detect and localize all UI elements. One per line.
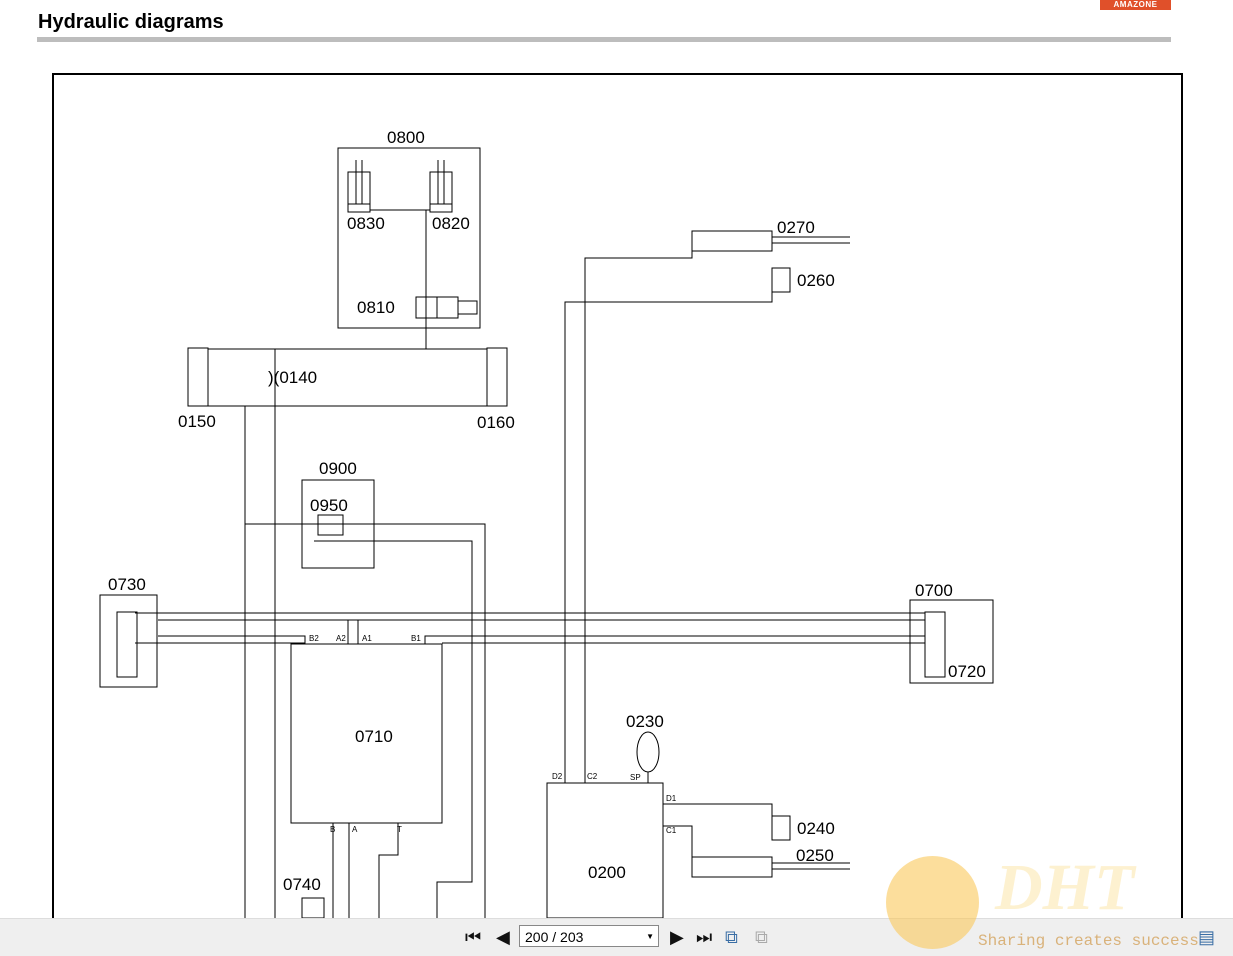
header-rule bbox=[37, 37, 1171, 42]
label-0140: )(0140 bbox=[268, 368, 317, 387]
label-0950: 0950 bbox=[310, 496, 348, 515]
label-0820: 0820 bbox=[432, 214, 470, 233]
port-d1: D1 bbox=[666, 794, 677, 803]
brand-logo: AMAZONE bbox=[1100, 0, 1171, 10]
label-0710: 0710 bbox=[355, 727, 393, 746]
watermark-logo bbox=[886, 856, 979, 949]
port-sp: SP bbox=[630, 773, 641, 782]
port-t: T bbox=[397, 825, 402, 834]
page-title: Hydraulic diagrams bbox=[38, 11, 224, 33]
viewer-toolbar: ⏮ ◀ 200 / 203 ▼ ▶ ⏭ ⧉ ⧉ ▤ bbox=[0, 918, 1233, 956]
page-selector[interactable]: 200 / 203 ▼ bbox=[519, 925, 659, 947]
watermark-brand: DHT bbox=[995, 851, 1135, 924]
port-c2: C2 bbox=[587, 772, 598, 781]
port-b: B bbox=[330, 825, 335, 834]
port-b2: B2 bbox=[309, 634, 319, 643]
port-d2: D2 bbox=[552, 772, 563, 781]
label-0200: 0200 bbox=[588, 863, 626, 882]
first-page-icon[interactable]: ⏮ bbox=[465, 927, 482, 947]
port-b1: B1 bbox=[411, 634, 421, 643]
port-a1: A1 bbox=[362, 634, 372, 643]
label-0160: 0160 bbox=[477, 413, 515, 432]
paste-page-icon[interactable]: ⧉ bbox=[755, 927, 768, 947]
label-0730: 0730 bbox=[108, 575, 146, 594]
label-0700: 0700 bbox=[915, 581, 953, 600]
port-a2: A2 bbox=[336, 634, 346, 643]
hydraulic-diagram: 0800 0830 0820 0810 )(0140 0150 0160 027… bbox=[52, 73, 1183, 918]
watermark-slogan: Sharing creates success bbox=[978, 932, 1199, 950]
label-0830: 0830 bbox=[347, 214, 385, 233]
copy-page-icon[interactable]: ⧉ bbox=[725, 927, 738, 947]
label-0230: 0230 bbox=[626, 712, 664, 731]
label-0740: 0740 bbox=[283, 875, 321, 894]
port-c1: C1 bbox=[666, 826, 677, 835]
single-page-view-icon[interactable]: ▤ bbox=[1198, 927, 1216, 947]
last-page-icon[interactable]: ⏭ bbox=[696, 927, 713, 947]
label-0240: 0240 bbox=[797, 819, 835, 838]
label-0800: 0800 bbox=[387, 128, 425, 147]
label-0810: 0810 bbox=[357, 298, 395, 317]
label-0270: 0270 bbox=[777, 218, 815, 237]
page-number: 200 / 203 bbox=[525, 929, 584, 945]
chevron-down-icon: ▼ bbox=[646, 932, 654, 941]
label-0250: 0250 bbox=[796, 846, 834, 865]
label-0900: 0900 bbox=[319, 459, 357, 478]
prev-page-icon[interactable]: ◀ bbox=[496, 927, 510, 947]
label-0150: 0150 bbox=[178, 412, 216, 431]
label-0260: 0260 bbox=[797, 271, 835, 290]
label-0720: 0720 bbox=[948, 662, 986, 681]
next-page-icon[interactable]: ▶ bbox=[670, 927, 684, 947]
port-a: A bbox=[352, 825, 358, 834]
